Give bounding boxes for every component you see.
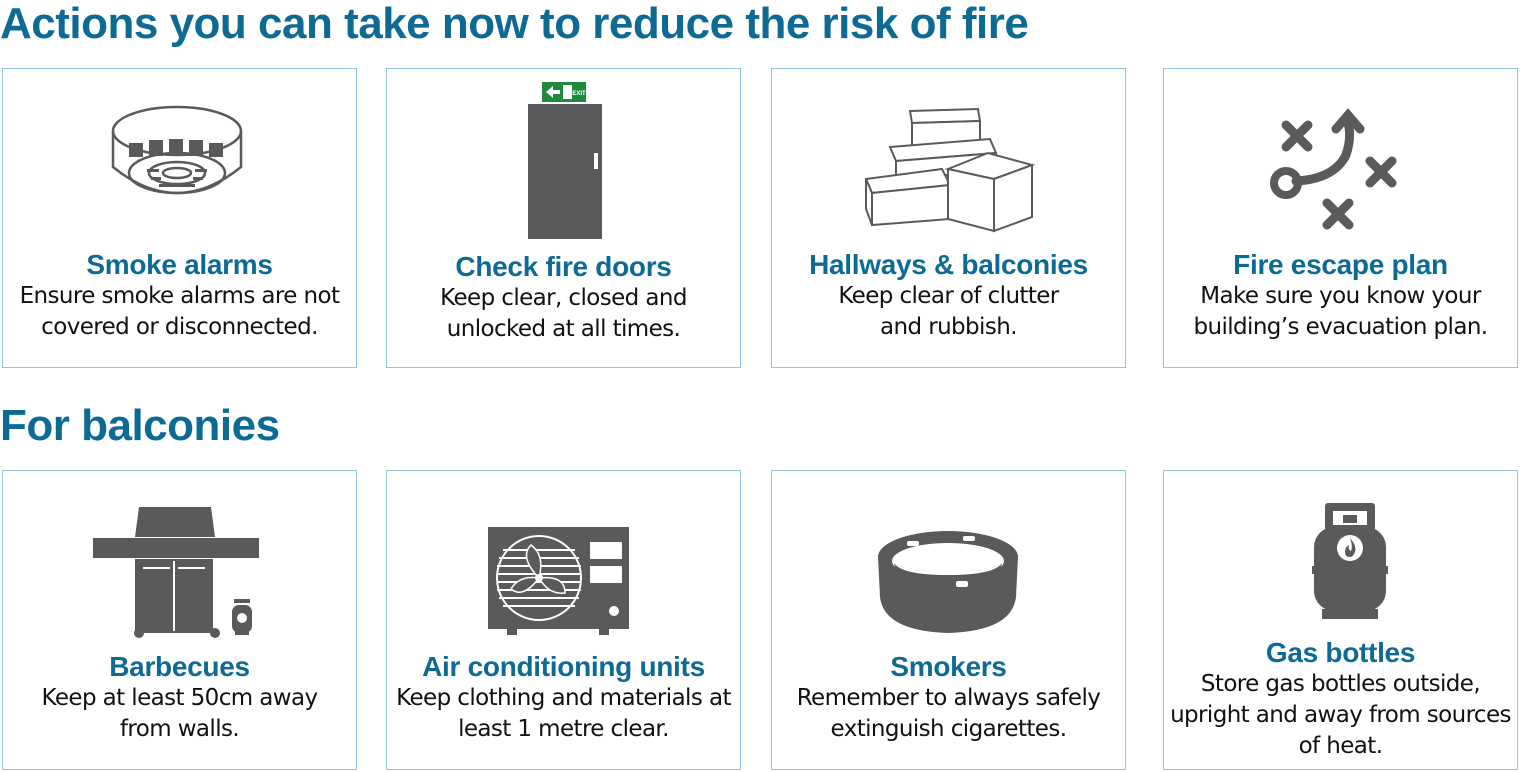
ashtray-icon: [772, 471, 1125, 671]
card-desc-line: upright and away from sources: [1170, 702, 1511, 728]
fire-door-icon: EXIT: [387, 69, 740, 269]
card-desc-line: Keep clear, closed and: [440, 285, 687, 311]
card-desc-line: Ensure smoke alarms are not: [19, 283, 340, 309]
card-hallways-balconies: Hallways & balconies Keep clear of clutt…: [771, 68, 1126, 368]
card-desc-line: Keep at least 50cm away: [41, 685, 319, 711]
card-desc-line: least 1 metre clear.: [458, 716, 669, 742]
card-desc-line: Remember to always safely: [796, 685, 1101, 711]
card-fire-escape-plan: Fire escape plan Make sure you know your…: [1163, 68, 1518, 368]
section-heading-balconies: For balconies: [0, 401, 280, 450]
escape-plan-icon: [1164, 69, 1517, 269]
card-title: Gas bottles: [1265, 637, 1416, 668]
card-barbecues: Barbecues Keep at least 50cm away from w…: [2, 470, 357, 770]
card-title: Air conditioning units: [422, 651, 705, 682]
card-desc-line: Make sure you know your: [1200, 283, 1481, 309]
card-title: Smokers: [890, 651, 1007, 682]
card-desc-line: Store gas bottles outside,: [1200, 671, 1481, 697]
card-desc-line: extinguish cigarettes.: [830, 716, 1068, 742]
card-desc-line: Keep clothing and materials at: [396, 685, 731, 711]
air-conditioner-icon: [387, 471, 740, 671]
card-title: Smoke alarms: [86, 249, 273, 280]
card-air-conditioning: Air conditioning units Keep clothing and…: [386, 470, 741, 770]
card-title: Hallways & balconies: [809, 249, 1088, 280]
card-desc-line: Keep clear of clutter: [838, 283, 1059, 309]
card-desc-line: building’s evacuation plan.: [1193, 314, 1488, 340]
boxes-icon: [772, 69, 1125, 269]
gas-bottle-icon: [1164, 471, 1517, 671]
card-title: Check fire doors: [455, 251, 672, 282]
smoke-alarm-icon: [3, 69, 356, 269]
card-desc-line: from walls.: [119, 716, 240, 742]
card-desc-line: and rubbish.: [880, 314, 1017, 340]
card-desc-line: unlocked at all times.: [446, 316, 681, 342]
card-title: Barbecues: [109, 651, 250, 682]
card-desc-line: covered or disconnected.: [41, 314, 318, 340]
card-desc-line: of heat.: [1298, 733, 1383, 759]
card-smoke-alarms: Smoke alarms Ensure smoke alarms are not…: [2, 68, 357, 368]
card-smokers: Smokers Remember to always safely exting…: [771, 470, 1126, 770]
exit-sign-text: EXIT: [572, 91, 586, 97]
card-gas-bottles: Gas bottles Store gas bottles outside, u…: [1163, 470, 1518, 770]
card-fire-doors: EXIT Check fire doors Keep clear, closed…: [386, 68, 741, 368]
card-title: Fire escape plan: [1233, 249, 1448, 280]
barbecue-icon: [3, 471, 356, 671]
section-heading-actions: Actions you can take now to reduce the r…: [0, 0, 1029, 48]
